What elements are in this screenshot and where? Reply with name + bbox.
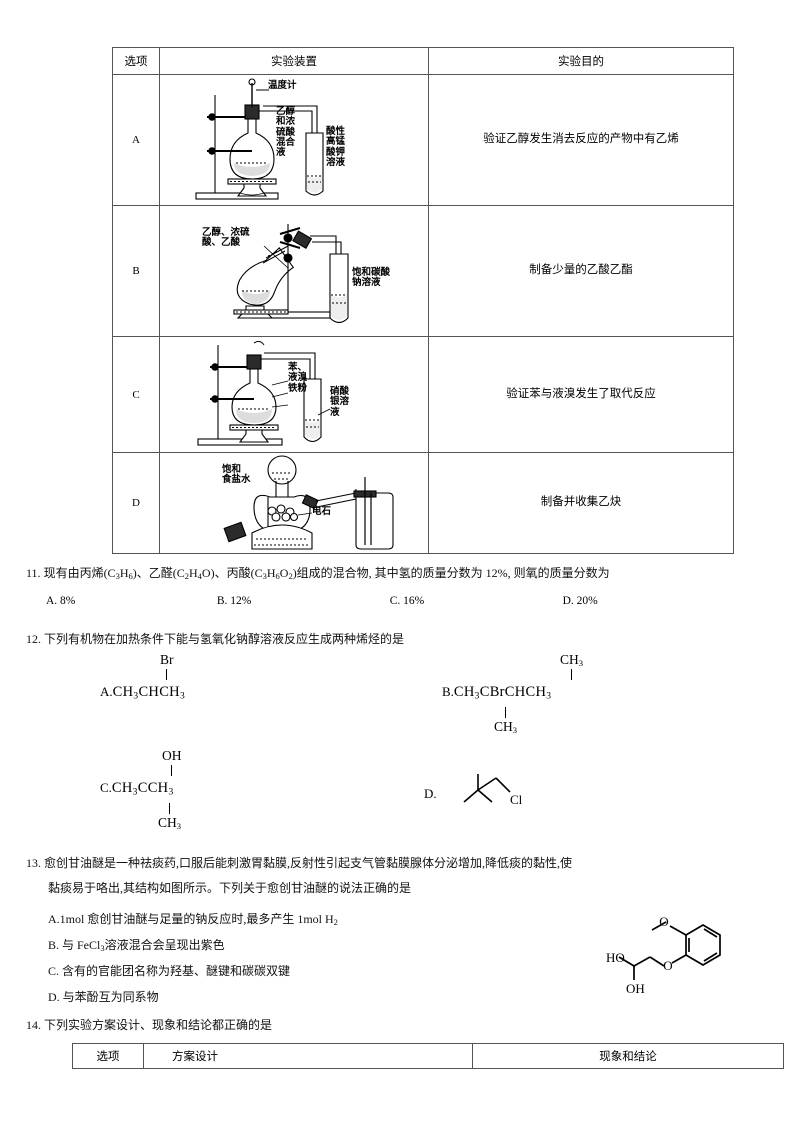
question-14-stem: 下列实验方案设计、现象和结论都正确的是 bbox=[44, 1018, 273, 1032]
table-row: D bbox=[112, 452, 734, 554]
question-13-number: 13. bbox=[26, 856, 41, 870]
label-mixture-c: 苯、 液溴 铁粉 bbox=[288, 362, 308, 394]
question-11-options: A. 8% B. 12% C. 16% D. 20% bbox=[46, 595, 746, 607]
guaifenesin-structure-figure: O O HO OH bbox=[592, 900, 757, 1000]
option-d-q11: D. 20% bbox=[562, 595, 598, 607]
row-option-c: C bbox=[112, 336, 160, 453]
label-thermometer-a: 温度计 bbox=[268, 80, 297, 91]
question-11-number: 11. bbox=[26, 566, 41, 580]
question-11: 11. 现有由丙烯(C3H6)、乙醛(C2H4O)、丙酸(C3H6O2)组成的混… bbox=[26, 562, 766, 585]
q12-b-chain: B.CH3CBrCHCH3 bbox=[442, 684, 552, 702]
apparatus-cell-d: 饱和 食盐水 电石 bbox=[159, 452, 429, 554]
experiment-plan-table: 选项 方案设计 现象和结论 bbox=[72, 1043, 784, 1069]
q13-option-a: A.1mol 愈创甘油醚与足量的钠反应时,最多产生 1mol H2 bbox=[48, 912, 338, 927]
header-purpose: 实验目的 bbox=[428, 47, 734, 75]
purpose-text-a: 验证乙醇发生消去反应的产物中有乙烯 bbox=[483, 133, 679, 146]
table-header-row: 选项 实验装置 实验目的 bbox=[112, 47, 734, 75]
option-b-q11: B. 12% bbox=[216, 595, 252, 607]
question-11-stem: 现有由丙烯(C3H6)、乙醛(C2H4O)、丙酸(C3H6O2)组成的混合物, … bbox=[43, 566, 610, 581]
ether-oxygen-label: O bbox=[663, 958, 672, 973]
q12-b-top-substituent: CH3 bbox=[560, 652, 583, 681]
label-funnel-d: 饱和 食盐水 bbox=[222, 464, 251, 486]
purpose-text-b: 制备少量的乙酸乙酯 bbox=[529, 264, 633, 277]
question-12-number: 12. bbox=[26, 632, 41, 646]
option-a-q11: A. 8% bbox=[46, 595, 76, 607]
apparatus-cell-a: 温度计 乙醇 和浓 硫酸 混合 液 酸性 高锰 酸钾 溶液 bbox=[159, 74, 429, 206]
purpose-cell-b: 制备少量的乙酸乙酯 bbox=[428, 205, 734, 337]
plan-header-result: 现象和结论 bbox=[472, 1043, 784, 1069]
distillation-apparatus-figure-a bbox=[160, 75, 428, 205]
q12-a-substituent: Br bbox=[160, 652, 174, 681]
label-test-tube-b: 饱和碳酸 钠溶液 bbox=[352, 267, 391, 289]
bond-line-icon bbox=[505, 707, 506, 718]
question-14-number: 14. bbox=[26, 1018, 41, 1032]
q13-option-c: C. 含有的官能团名称为羟基、醚键和碳碳双键 bbox=[48, 964, 291, 978]
bromination-apparatus-figure-c bbox=[160, 337, 428, 452]
row-option-d: D bbox=[112, 452, 160, 554]
plan-table-header-row: 选项 方案设计 现象和结论 bbox=[72, 1043, 784, 1069]
row-option-b: B bbox=[112, 205, 160, 337]
table-row: B bbox=[112, 205, 734, 337]
q12-c-chain: C.CH3CCH3 bbox=[100, 780, 174, 798]
experiment-apparatus-table: 选项 实验装置 实验目的 A bbox=[112, 47, 734, 554]
bond-line-icon bbox=[171, 765, 173, 776]
esterification-apparatus-figure-b bbox=[160, 206, 428, 336]
question-12: 12. 下列有机物在加热条件下能与氢氧化钠醇溶液反应生成两种烯烃的是 bbox=[26, 628, 766, 651]
apparatus-cell-b: 乙醇、浓硫 酸、乙酸 饱和碳酸 钠溶液 bbox=[159, 205, 429, 337]
q13-option-b: B. 与 FeCl3溶液混合会呈现出紫色 bbox=[48, 938, 225, 953]
methoxy-oxygen-label: O bbox=[659, 914, 668, 929]
q12-d-skeletal-structure bbox=[463, 774, 511, 803]
question-13-stem-line2: 黏痰易于咯出,其结构如图所示。下列关于愈创甘油醚的说法正确的是 bbox=[48, 881, 412, 895]
apparatus-cell-c: 苯、 液溴 铁粉 硝酸 银溶 液 bbox=[159, 336, 429, 453]
q12-c-bottom-substituent: CH3 bbox=[158, 802, 181, 831]
label-test-tube-a: 酸性 高锰 酸钾 溶液 bbox=[326, 126, 346, 168]
option-c-q11: C. 16% bbox=[389, 595, 425, 607]
q13-option-d: D. 与苯酚互为同系物 bbox=[48, 990, 159, 1004]
purpose-text-c: 验证苯与液溴发生了取代反应 bbox=[506, 387, 656, 400]
label-test-tube-c: 硝酸 银溶 液 bbox=[330, 386, 350, 418]
purpose-cell-c: 验证苯与液溴发生了取代反应 bbox=[428, 336, 734, 453]
table-row: C bbox=[112, 336, 734, 453]
table-row: A bbox=[112, 74, 734, 206]
header-apparatus: 实验装置 bbox=[159, 47, 429, 75]
bond-line-icon bbox=[166, 669, 168, 680]
bond-line-icon bbox=[169, 803, 170, 814]
q12-c-top-substituent: OH bbox=[162, 748, 182, 777]
q12-d-cl-label: Cl bbox=[510, 792, 523, 807]
row-option-a: A bbox=[112, 74, 160, 206]
plan-header-option: 选项 bbox=[72, 1043, 144, 1069]
q12-a-chain: A.CH3CHCH3 bbox=[100, 684, 186, 702]
purpose-cell-a: 验证乙醇发生消去反应的产物中有乙烯 bbox=[428, 74, 734, 206]
question-13: 13. 愈创甘油醚是一种祛痰药,口服后能刺激胃黏膜,反射性引起支气管黏膜腺体分泌… bbox=[26, 852, 766, 875]
purpose-cell-d: 制备并收集乙炔 bbox=[428, 452, 734, 554]
purpose-text-d: 制备并收集乙炔 bbox=[540, 496, 622, 509]
question-14: 14. 下列实验方案设计、现象和结论都正确的是 bbox=[26, 1014, 766, 1037]
bond-line-icon bbox=[571, 669, 572, 680]
question-13-stem-line1: 愈创甘油醚是一种祛痰药,口服后能刺激胃黏膜,反射性引起支气管黏膜腺体分泌增加,降… bbox=[44, 856, 573, 870]
label-mixture-b: 乙醇、浓硫 酸、乙酸 bbox=[202, 227, 250, 249]
q12-b-bottom-substituent: CH3 bbox=[494, 706, 517, 735]
label-carbide-d: 电石 bbox=[312, 506, 332, 517]
plan-header-design: 方案设计 bbox=[143, 1043, 473, 1069]
label-mixture-a: 乙醇 和浓 硫酸 混合 液 bbox=[276, 106, 296, 158]
hydroxyl-oh-label: OH bbox=[626, 981, 645, 996]
question-12-stem: 下列有机物在加热条件下能与氢氧化钠醇溶液反应生成两种烯烃的是 bbox=[44, 632, 405, 646]
question-13-stem-line2-wrap: 黏痰易于咯出,其结构如图所示。下列关于愈创甘油醚的说法正确的是 bbox=[48, 877, 788, 900]
header-option: 选项 bbox=[112, 47, 160, 75]
q12-a-top-label: Br bbox=[160, 652, 174, 667]
acetylene-generator-figure-d bbox=[160, 453, 428, 553]
hydroxyl-ho-label: HO bbox=[606, 950, 625, 965]
